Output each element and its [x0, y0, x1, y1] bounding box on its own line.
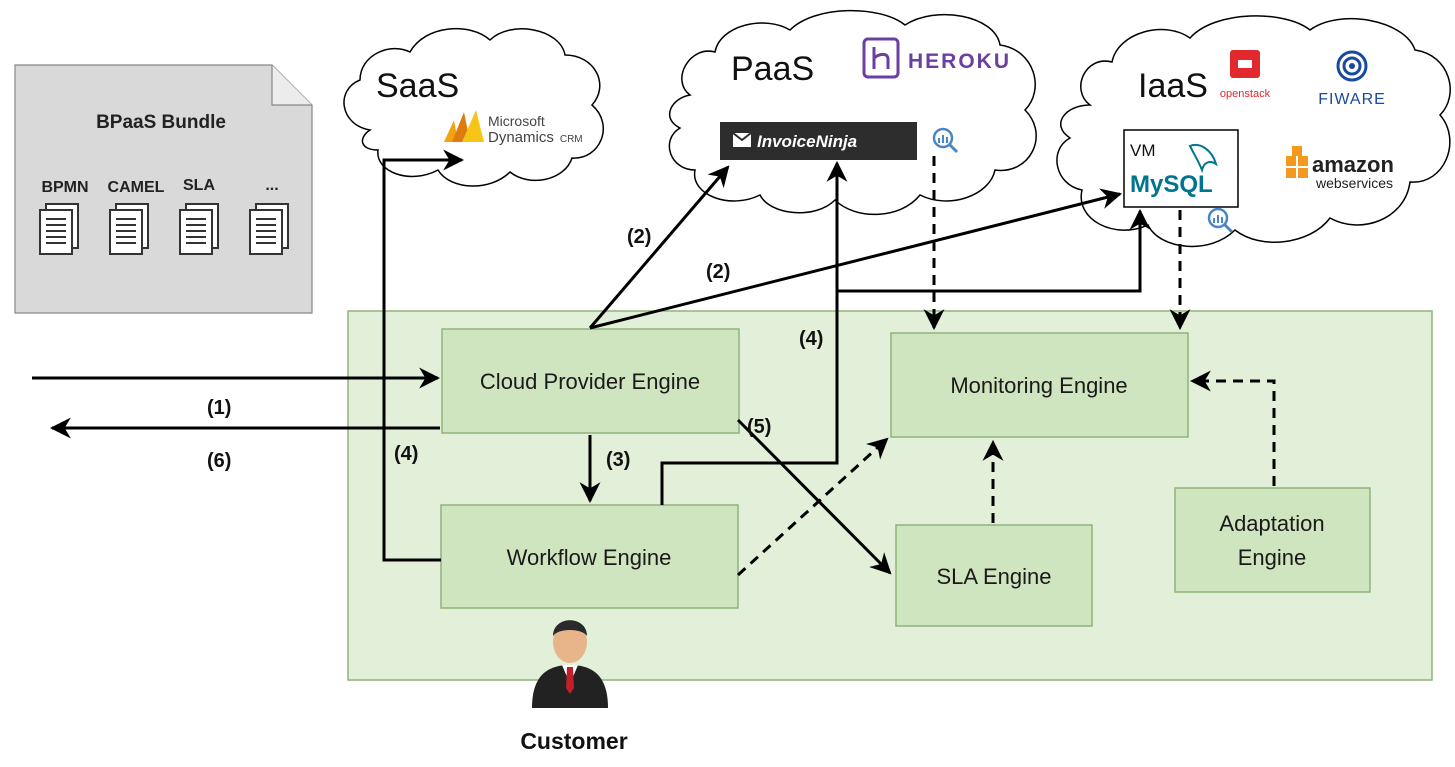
step-label-2-ninja: (2): [627, 226, 651, 248]
mysql-label: MySQL: [1130, 171, 1213, 198]
bundle-item-bpmn: BPMN: [41, 179, 88, 196]
customer-label: Customer: [520, 728, 627, 754]
arrow-workflow-to-vm: [837, 208, 1151, 293]
arrow-adaptation-to-monitoring: [1189, 370, 1276, 486]
workflow-engine-label: Workflow Engine: [507, 545, 672, 570]
dynamics-logo-top: Microsoft: [488, 113, 545, 129]
fiware-logo-icon: [1336, 50, 1368, 82]
microsoft-dynamics-logo-icon: [444, 110, 484, 142]
envelope-icon: [732, 132, 752, 147]
adaptation-engine-label-line2: Engine: [1238, 545, 1307, 570]
bundle-item-more: ...: [265, 177, 278, 194]
bundle-item-sla: SLA: [183, 177, 215, 194]
step-label-4-paas: (4): [799, 328, 823, 350]
cloud-provider-engine-label: Cloud Provider Engine: [480, 369, 700, 394]
iaas-label: IaaS: [1138, 67, 1208, 105]
arrow-workflow-to-ninja: [660, 160, 848, 505]
bpaas-bundle: BPaaS Bundle BPMN CAMEL SLA ...: [14, 64, 313, 314]
vm-box: [1123, 129, 1239, 208]
step-label-4-saas: (4): [394, 443, 418, 465]
arrow-cpe-to-ninja: [588, 165, 730, 329]
cloud-provider-engine-box: [441, 328, 740, 434]
paas-label: PaaS: [731, 50, 814, 88]
arrow-cpe-to-vm: [589, 188, 1123, 330]
monitoring-engine-label: Monitoring Engine: [950, 373, 1127, 398]
monitoring-probe-icon: [1207, 207, 1234, 234]
arrow-step-5: [736, 418, 892, 575]
step-label-5: (5): [747, 416, 771, 438]
heroku-logo-icon: [862, 37, 900, 79]
step-label-6: (6): [207, 450, 231, 472]
invoice-ninja-label: InvoiceNinja: [757, 132, 857, 151]
monitoring-probe-icon: [932, 127, 959, 154]
paas-cloud: PaaS HEROKU InvoiceNinja: [668, 9, 1037, 216]
iaas-cloud: IaaS openstack FIWARE VM MySQL amazon: [1056, 15, 1451, 248]
sla-engine-box: [895, 524, 1093, 627]
openstack-logo-icon: [1230, 50, 1260, 78]
document-stack-icon: [249, 203, 289, 255]
heroku-logo-text: HEROKU: [908, 50, 1011, 73]
aws-logo-subtext: webservices: [1315, 175, 1393, 191]
document-stack-icon: [179, 203, 219, 255]
document-stack-icon: [39, 203, 79, 255]
amazon-logo-icon: [1286, 146, 1308, 178]
arrow-workflow-to-dynamics: [382, 149, 465, 562]
monitoring-engine-box: [890, 332, 1189, 438]
amazon-logo-text: amazon: [1312, 152, 1394, 177]
step-label-1: (1): [207, 397, 231, 419]
document-stack-icon: [109, 203, 149, 255]
adaptation-engine-label-line1: Adaptation: [1219, 511, 1324, 536]
step-label-3: (3): [606, 449, 630, 471]
bundle-title: BPaaS Bundle: [96, 112, 226, 133]
dashed-arrows: [736, 156, 1276, 577]
vm-label: VM: [1130, 141, 1156, 160]
bundle-item-camel: CAMEL: [108, 179, 165, 196]
saas-label: SaaS: [376, 67, 459, 105]
mysql-dolphin-icon: [1188, 144, 1218, 174]
workflow-engine-box: [440, 504, 739, 609]
customer-avatar-icon: [532, 620, 608, 708]
fiware-logo-text: FIWARE: [1318, 91, 1386, 108]
invoice-ninja-box: [720, 122, 917, 160]
adaptation-engine-box: [1174, 487, 1371, 593]
solid-arrows: [32, 149, 1151, 575]
sla-engine-label: SLA Engine: [937, 564, 1052, 589]
openstack-logo-text: openstack: [1220, 88, 1271, 100]
step-label-2-vm: (2): [706, 261, 730, 283]
